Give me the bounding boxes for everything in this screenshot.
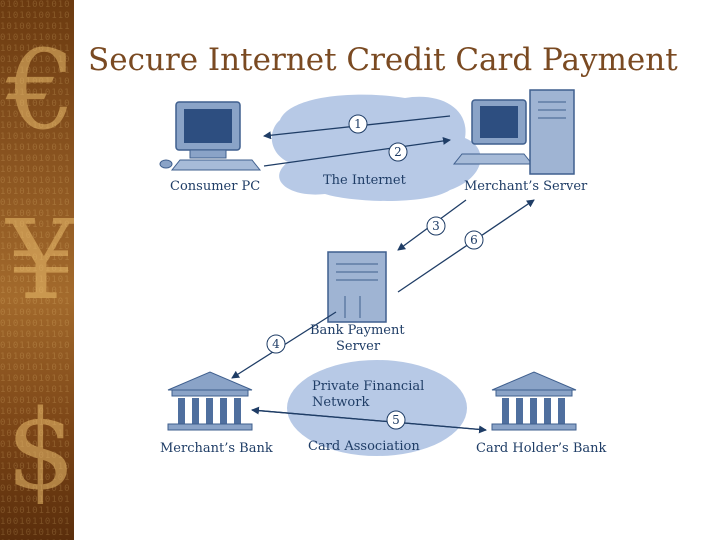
step-5-number: 5 — [392, 413, 400, 427]
step-5-marker: 5 — [386, 410, 406, 430]
yen-symbol-icon: ¥ — [6, 196, 74, 324]
private-network-label-line1: Private Financial — [312, 379, 424, 394]
private-network-ellipse — [287, 360, 467, 456]
euro-symbol-icon: € — [6, 26, 74, 154]
payment-flow-diagram: The Internet Consumer PC Merchant’s Serv… — [159, 89, 607, 456]
internet-cloud — [271, 94, 481, 201]
card-holders-bank-icon — [491, 371, 577, 431]
sidebar-digit-texture: 0101100101011010100110101001010110101011… — [0, 0, 71, 540]
merchant-server-label: Merchant’s Server — [464, 179, 588, 194]
card-holders-bank-label: Card Holder’s Bank — [476, 441, 607, 456]
step-3-marker: 3 — [426, 216, 446, 236]
decorative-sidebar: 0101100101011010100110101001010110101011… — [0, 0, 74, 540]
dollar-symbol-icon: $ — [6, 386, 74, 514]
private-network-label-line2: Network — [312, 395, 369, 410]
consumer-pc-label: Consumer PC — [170, 179, 260, 194]
card-association-label: Card Association — [308, 439, 420, 454]
merchants-bank-icon — [167, 371, 253, 431]
step-4-marker: 4 — [266, 334, 286, 354]
step-2-number: 2 — [394, 145, 402, 159]
step-1-marker: 1 — [348, 114, 368, 134]
step-3-number: 3 — [432, 219, 440, 233]
internet-label: The Internet — [323, 173, 407, 188]
consumer-pc-icon — [159, 101, 262, 171]
merchant-server-icon — [452, 89, 575, 175]
step-6-arrow — [397, 199, 535, 293]
bank-payment-server-label-line1: Bank Payment — [310, 323, 405, 338]
step-1-number: 1 — [354, 117, 362, 131]
bank-payment-server-label-line2: Server — [336, 339, 381, 354]
step-5-arrow-back — [251, 406, 487, 431]
step-2-arrow — [263, 137, 451, 167]
step-2-marker: 2 — [388, 142, 408, 162]
merchants-bank-label: Merchant’s Bank — [160, 441, 273, 456]
step-6-marker: 6 — [464, 230, 484, 250]
step-4-number: 4 — [272, 337, 280, 351]
bank-payment-server-icon — [327, 251, 387, 323]
step-6-number: 6 — [470, 233, 478, 247]
slide-title: Secure Internet Credit Card Payment — [88, 42, 678, 78]
